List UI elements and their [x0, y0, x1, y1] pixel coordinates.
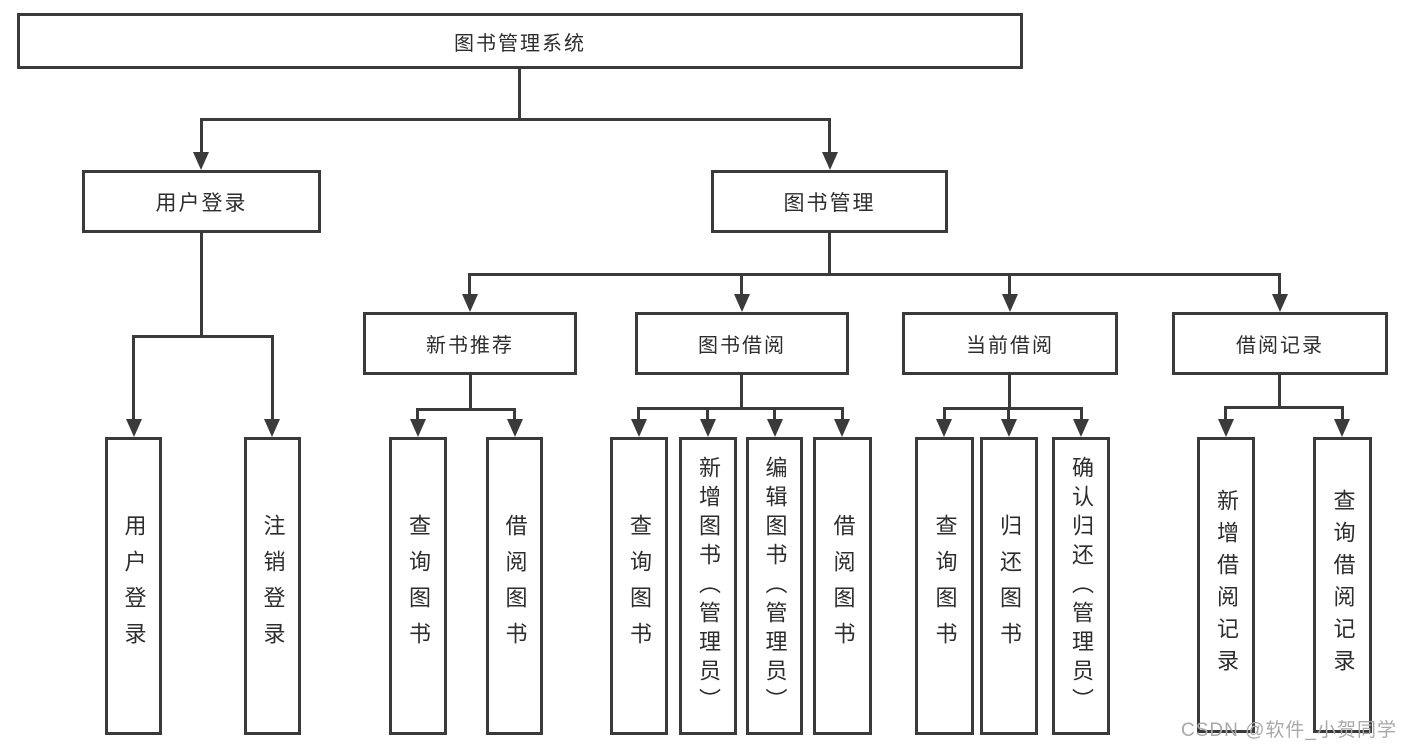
edge-to-book-borrowing-stem	[740, 273, 743, 294]
edge-to-current-borrowing-stem	[1008, 273, 1011, 294]
arrow-to-leaf-user-login	[126, 419, 142, 437]
edge-user-login-bar	[133, 335, 274, 338]
node-label: 查询图书	[627, 514, 652, 658]
arrow-to-add-book	[700, 419, 716, 437]
leaf-borrow-books-2: 借阅图书	[813, 437, 872, 735]
node-label: 图书借阅	[698, 335, 786, 357]
edge-to-return-books-stem	[1007, 407, 1010, 419]
edge-to-confirm-return-stem	[1080, 407, 1083, 419]
leaf-query-books-3: 查询图书	[915, 437, 974, 735]
node-label: 图书管理	[783, 191, 876, 215]
edge-book-borrowing-stem2	[740, 375, 743, 407]
leaf-query-books-1: 查询图书	[389, 437, 447, 735]
edge-to-query-books-3-stem	[943, 407, 946, 419]
edge-root-stem	[518, 69, 521, 118]
leaf-logout-login: 注销登录	[244, 437, 301, 735]
arrow-to-new-book-recommend	[462, 294, 478, 312]
arrow-to-book-borrowing	[734, 294, 750, 312]
edge-book-management-stem	[828, 233, 831, 273]
leaf-query-borrow-record: 查询借阅记录	[1313, 437, 1372, 733]
node-label: 用户登录	[121, 514, 147, 658]
node-borrowing-records: 借阅记录	[1172, 312, 1388, 375]
edge-book-borrowing-bar	[637, 407, 844, 410]
edge-to-borrow-books-2-stem	[841, 407, 844, 419]
leaf-edit-book-admin: 编辑图书（管理员）	[746, 437, 803, 735]
node-label: 用户登录	[155, 191, 248, 215]
edge-borrowing-records-stem2	[1278, 375, 1281, 406]
edge-to-edit-book-stem	[773, 407, 776, 419]
node-label: 借阅图书	[502, 514, 528, 658]
arrow-to-confirm-return	[1073, 419, 1089, 437]
edge-root-bar	[200, 118, 831, 121]
edge-to-leaf-logout-stem	[271, 335, 274, 419]
leaf-return-books: 归还图书	[980, 437, 1038, 735]
edge-to-add-book-stem	[706, 407, 709, 419]
node-label: 借阅记录	[1236, 335, 1324, 357]
node-user-login: 用户登录	[82, 170, 321, 233]
arrow-to-book-management	[822, 152, 838, 170]
arrow-to-borrow-books-1	[507, 419, 523, 437]
node-label: 当前借阅	[966, 335, 1054, 357]
edge-root-to-user-login-stem	[200, 118, 203, 152]
edge-borrowing-records-bar	[1224, 406, 1344, 409]
edge-new-book-bar	[417, 408, 516, 411]
arrow-to-borrow-books-2	[834, 419, 850, 437]
edge-to-add-record-stem	[1224, 406, 1227, 419]
arrow-to-user-login	[193, 152, 209, 170]
edge-book-management-bar	[469, 273, 1281, 276]
arrow-to-leaf-logout	[264, 419, 280, 437]
node-label: 编辑图书（管理员）	[762, 455, 788, 717]
leaf-confirm-return-admin: 确认归还（管理员）	[1052, 437, 1110, 735]
arrow-to-current-borrowing	[1002, 294, 1018, 312]
node-label: 新增借阅记录	[1214, 489, 1239, 681]
edge-to-query-books-1-stem	[416, 408, 419, 419]
node-label: 新书推荐	[426, 335, 514, 357]
edge-to-borrowing-records-stem	[1278, 273, 1281, 294]
edge-to-new-book-stem	[468, 273, 471, 294]
csdn-watermark: CSDN @软件_小贺同学	[1181, 720, 1397, 741]
edge-root-to-book-management-stem	[828, 118, 831, 152]
node-label: 借阅图书	[830, 514, 856, 658]
arrow-to-query-books-3	[936, 419, 952, 437]
node-label: 查询借阅记录	[1330, 489, 1356, 681]
leaf-query-books-2: 查询图书	[610, 437, 668, 735]
arrow-to-return-books	[1001, 419, 1017, 437]
arrow-to-query-books-2	[631, 419, 647, 437]
node-new-book-recommend: 新书推荐	[363, 312, 577, 375]
edge-user-login-stem	[200, 233, 203, 335]
edge-current-borrowing-bar	[943, 407, 1083, 410]
node-label: 归还图书	[997, 514, 1022, 658]
edge-to-borrow-books-1-stem	[513, 408, 516, 419]
node-label: 确认归还（管理员）	[1069, 455, 1094, 717]
node-label: 图书管理系统	[454, 32, 586, 55]
leaf-borrow-books-1: 借阅图书	[486, 437, 543, 735]
arrow-to-add-record	[1218, 419, 1234, 437]
node-book-borrowing: 图书借阅	[635, 312, 849, 375]
arrow-to-borrowing-records	[1272, 294, 1288, 312]
edge-current-borrowing-stem2	[1008, 375, 1011, 407]
arrow-to-query-record	[1334, 419, 1350, 437]
node-current-borrowing: 当前借阅	[902, 312, 1118, 375]
node-book-management-system: 图书管理系统	[17, 13, 1023, 69]
arrow-to-query-books-1	[410, 419, 426, 437]
node-book-management: 图书管理	[711, 170, 948, 233]
edge-to-leaf-user-login-stem	[132, 335, 135, 419]
edge-new-book-stem	[469, 375, 472, 408]
node-label: 查询图书	[932, 514, 958, 658]
leaf-add-borrow-record: 新增借阅记录	[1197, 437, 1255, 733]
node-label: 查询图书	[406, 514, 431, 658]
leaf-user-login: 用户登录	[105, 437, 162, 735]
leaf-add-book-admin: 新增图书（管理员）	[679, 437, 737, 735]
node-label: 新增图书（管理员）	[696, 455, 721, 717]
node-label: 注销登录	[260, 514, 286, 658]
edge-to-query-record-stem	[1341, 406, 1344, 419]
arrow-to-edit-book	[767, 419, 783, 437]
edge-to-query-books-2-stem	[637, 407, 640, 419]
